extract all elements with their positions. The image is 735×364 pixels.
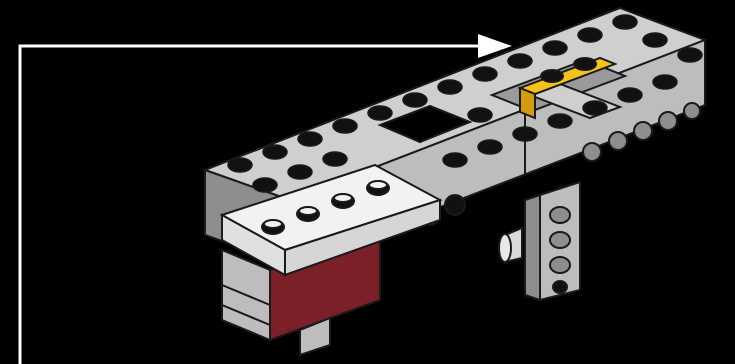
- vertical-gray-beam: [525, 182, 580, 300]
